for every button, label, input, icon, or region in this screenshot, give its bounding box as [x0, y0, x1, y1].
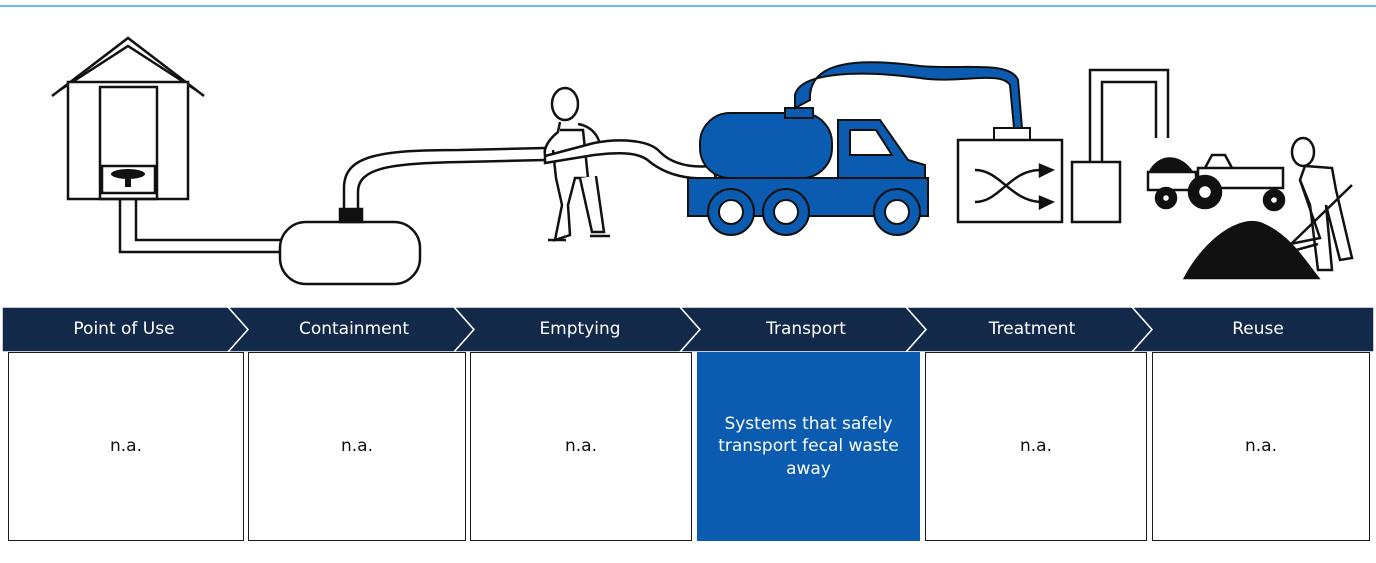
stage-label-containment: Containment — [298, 319, 410, 339]
chevron-segment-transport — [678, 307, 928, 352]
stage-description: n.a. — [1020, 436, 1052, 457]
stage-cell-point-of-use: n.a. — [8, 352, 244, 541]
stage-cell-containment: n.a. — [248, 352, 466, 541]
chevron-segment-treatment — [904, 307, 1154, 352]
top-divider-line — [0, 5, 1376, 7]
stage-cell-reuse: n.a. — [1152, 352, 1370, 541]
containment-tank-icon — [278, 146, 546, 286]
stage-description: n.a. — [1245, 436, 1277, 457]
stage-label-emptying: Emptying — [539, 319, 621, 339]
chevron-segment-containment — [226, 307, 476, 352]
stage-label-reuse: Reuse — [1232, 319, 1284, 339]
stage-description: n.a. — [110, 436, 142, 457]
chevron-segment-emptying — [452, 307, 702, 352]
vacuum-truck-icon — [687, 61, 1031, 236]
stage-cell-treatment: n.a. — [925, 352, 1147, 541]
stage-description: n.a. — [341, 436, 373, 457]
treatment-plant-icon — [956, 68, 1170, 224]
stage-description: Systems that safely transport fecal wast… — [718, 414, 899, 479]
chevron-segment-reuse — [1130, 307, 1374, 352]
latrine-icon — [51, 36, 282, 254]
stage-cell-emptying: n.a. — [470, 352, 692, 541]
stage-description: n.a. — [565, 436, 597, 457]
stage-label-transport: Transport — [766, 319, 846, 339]
stage-label-treatment: Treatment — [988, 319, 1076, 339]
stage-chevron-bar — [2, 307, 1374, 352]
sanitation-chain-illustration — [51, 36, 1354, 286]
stage-label-point-of-use: Point of Use — [73, 319, 175, 339]
stage-cell-transport: Systems that safely transport fecal wast… — [697, 352, 920, 541]
farmer-shoveling-icon — [1182, 136, 1354, 280]
tractor-icon — [1146, 153, 1286, 212]
worker-emptying-icon — [543, 86, 718, 242]
